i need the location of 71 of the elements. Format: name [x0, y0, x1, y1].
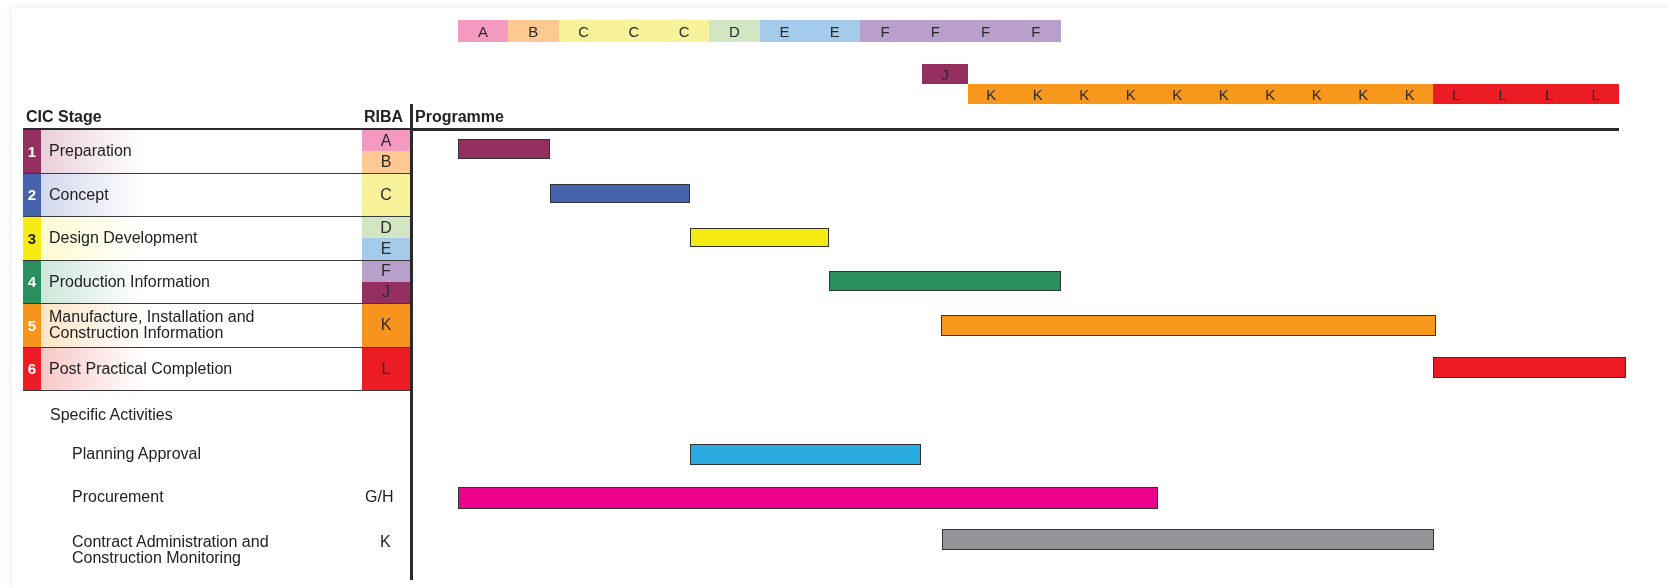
stage-cell: C: [608, 20, 659, 42]
stage-cell: K: [1200, 84, 1247, 104]
stage-cell: D: [709, 20, 760, 42]
section-heading: Specific Activities: [50, 407, 173, 423]
stage-row: [23, 260, 362, 304]
column-header: RIBA: [364, 109, 404, 125]
gantt-bar: [458, 139, 550, 159]
stage-number: 4: [23, 260, 41, 303]
stage-cell: C: [558, 20, 609, 42]
riba-cell: L: [362, 347, 410, 391]
activity-name: Procurement: [72, 489, 164, 505]
stage-cell: K: [968, 84, 1015, 104]
stage-row: [23, 173, 362, 217]
stage-cell: B: [508, 20, 559, 42]
stage-cell: J: [922, 64, 968, 84]
stage-cell: A: [458, 20, 509, 42]
gantt-bar: [941, 315, 1436, 336]
stage-name: Preparation: [49, 143, 132, 160]
stage-number: 6: [23, 347, 41, 390]
stage-cell: K: [1061, 84, 1108, 104]
stage-row: [23, 217, 362, 261]
stage-cell: K: [1247, 84, 1294, 104]
riba-cell: K: [362, 304, 410, 348]
stage-cell: K: [1340, 84, 1387, 104]
stage-name: Post Practical Completion: [49, 360, 233, 377]
riba-cell: F: [362, 260, 410, 282]
stage-number: 5: [23, 304, 41, 347]
stage-cell: E: [809, 20, 860, 42]
stage-cell: L: [1572, 84, 1619, 104]
stage-row: [23, 347, 362, 391]
riba-cell: C: [362, 173, 410, 217]
stage-cell: F: [910, 20, 961, 42]
stage-cell: C: [659, 20, 710, 42]
gantt-bar: [1433, 357, 1626, 378]
stage-cell: F: [960, 20, 1011, 42]
stage-number: 2: [23, 173, 41, 216]
stage-name: Manufacture, Installation and Construction Information: [49, 309, 256, 342]
stage-cell: L: [1526, 84, 1573, 104]
column-header: Programme: [415, 109, 504, 125]
riba-cell: A: [362, 130, 410, 151]
stage-cell: F: [860, 20, 911, 42]
gantt-bar: [829, 271, 1061, 291]
gantt-bar: [550, 184, 690, 203]
stage-cell: E: [759, 20, 810, 42]
stage-cell: K: [1386, 84, 1433, 104]
stage-cell: K: [1107, 84, 1154, 104]
stage-name: Design Development: [49, 230, 198, 247]
stage-row: [23, 130, 362, 174]
stage-cell: F: [1010, 20, 1061, 42]
riba-code: G/H: [365, 489, 394, 505]
gantt-bar: [942, 529, 1434, 550]
stage-number: 1: [23, 130, 41, 173]
stage-name: Concept: [49, 186, 109, 203]
riba-cell: B: [362, 151, 410, 174]
activity-name: Planning Approval: [72, 446, 201, 462]
stage-number: 3: [23, 217, 41, 260]
riba-cell: J: [362, 281, 410, 304]
gantt-bar: [458, 487, 1158, 509]
riba-code: K: [380, 534, 391, 550]
riba-cell: D: [362, 217, 410, 238]
stage-name: Production Information: [49, 273, 210, 290]
stage-cell: K: [1293, 84, 1340, 104]
stage-row: [23, 304, 362, 348]
gantt-bar: [690, 228, 829, 247]
stage-cell: L: [1479, 84, 1526, 104]
riba-cell: E: [362, 238, 410, 261]
stage-cell: K: [1154, 84, 1201, 104]
activity-name: Contract Administration and Construction Monitoring: [72, 534, 270, 566]
stage-cell: K: [1014, 84, 1061, 104]
gantt-bar: [690, 444, 921, 465]
stage-cell: L: [1433, 84, 1480, 104]
